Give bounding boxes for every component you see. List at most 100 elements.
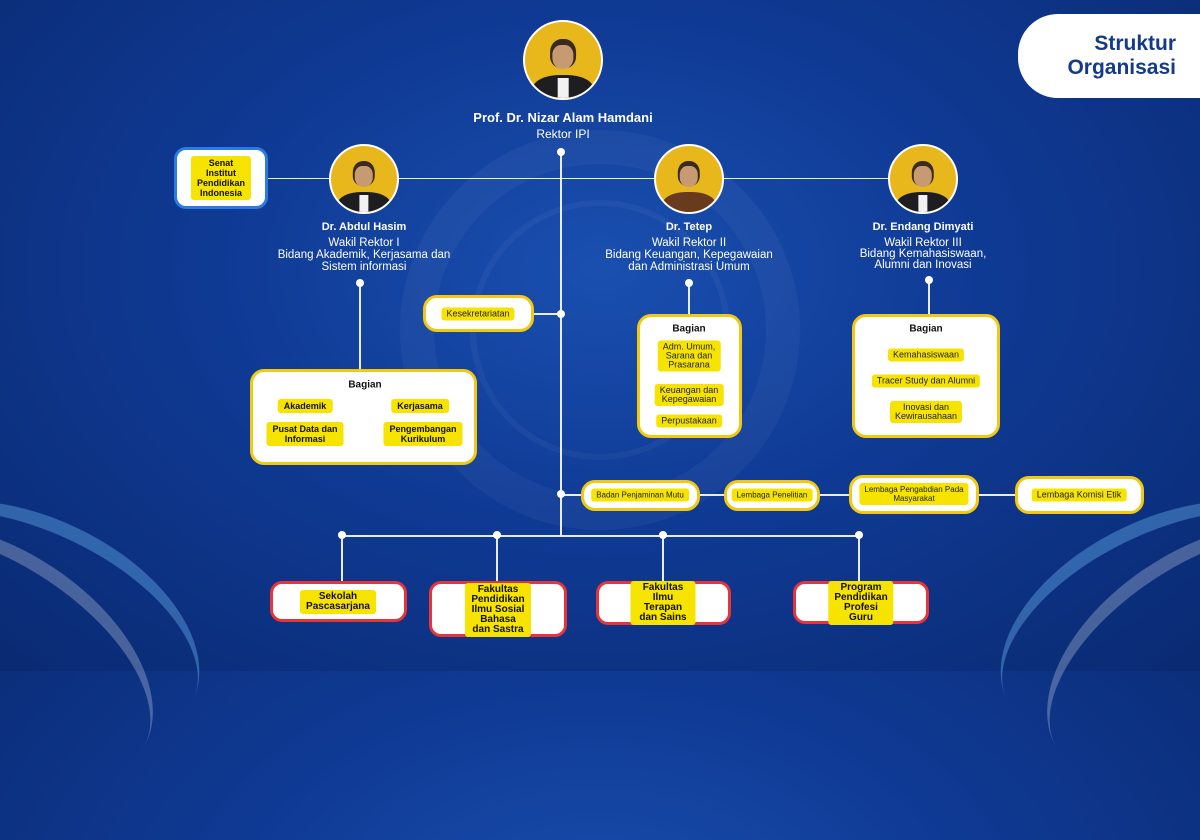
fakultas-f2c: dan Sastra	[472, 624, 524, 635]
bagian-2-item-2b: Kepegawaian	[661, 394, 717, 404]
lembaga-komisi-etik-box: Lembaga Komisi Etik	[1015, 476, 1144, 514]
wr1-role-3: Sistem informasi	[321, 261, 407, 273]
bagian-1-item-4b: Kurikulum	[400, 434, 446, 444]
fakultas-pascasarjana-label: Sekolah Pascasarjana	[300, 590, 376, 614]
title-line-1: Struktur	[1094, 32, 1176, 55]
senat-l2: Institut	[205, 168, 236, 178]
bagian-2-item-1b: Sarana dan	[665, 350, 713, 361]
bagian-1-item-3a: Pusat Data dan	[272, 424, 338, 434]
connector-top-horizontal	[268, 178, 924, 179]
rektor-title: Rektor IPI	[536, 127, 590, 141]
bagian-2-item-keuangan: Keuangan dan Kepegawaian	[654, 384, 724, 406]
lembaga-penelitian-box: Lembaga Penelitian	[724, 480, 820, 511]
bagian-1-head: Bagian	[348, 379, 382, 391]
connector-f1	[341, 535, 343, 583]
node-dot	[557, 148, 565, 156]
senat-l1: Senat	[208, 158, 234, 168]
fakultas-fpisbs-label: Fakultas Pendidikan Ilmu Sosial Bahasa d…	[465, 583, 531, 637]
bagian-1-item-akademik: Akademik	[277, 399, 333, 413]
fakultas-ppg-label: Program Pendidikan Profesi Guru	[828, 581, 894, 625]
bagian-2-item-1c: Prasarana	[668, 359, 710, 370]
rektor-name: Prof. Dr. Nizar Alam Hamdani	[473, 110, 653, 125]
fakultas-f4a: Program Pendidikan	[834, 582, 888, 603]
node-dot	[659, 531, 667, 539]
bagian-3-item-3b: Kewirausahaan	[894, 411, 958, 421]
bagian-2-box: Bagian Adm. Umum, Sarana dan Prasarana K…	[637, 314, 742, 438]
rektor-avatar	[523, 20, 603, 100]
bagian-1-box: Bagian Akademik Kerjasama Pusat Data dan…	[250, 369, 477, 465]
connector-wr3-down	[928, 280, 930, 316]
node-dot	[557, 310, 565, 318]
fakultas-f3b: Terapan dan Sains	[639, 602, 687, 623]
node-dot	[338, 531, 346, 539]
wr2-role-3: dan Administrasi Umum	[628, 261, 750, 273]
lembaga-penelitian-label: Lembaga Penelitian	[731, 488, 813, 502]
bagian-2-item-1a: Adm. Umum,	[662, 341, 716, 352]
lembaga-pengabdian-box: Lembaga Pengabdian Pada Masyarakat	[849, 475, 979, 514]
title-badge: Struktur Organisasi	[1018, 14, 1200, 98]
wr3-name: Dr. Endang Dimyati	[872, 221, 974, 233]
senat-box: Senat Institut Pendidikan Indonesia	[174, 147, 268, 209]
bagian-3-item-tracer: Tracer Study dan Alumni	[871, 374, 981, 388]
fakultas-fits-box: Fakultas Ilmu Terapan dan Sains	[596, 581, 731, 625]
lembaga-bpm-box: Badan Penjaminan Mutu	[581, 480, 700, 511]
node-dot	[356, 279, 364, 287]
kesekretariatan-label: Kesekretariatan	[441, 307, 515, 321]
wr1-role-1: Wakil Rektor I	[328, 237, 400, 249]
wr1-role-2: Bidang Akademik, Kerjasama dan	[277, 249, 451, 261]
bagian-3-box: Bagian Kemahasiswaan Tracer Study dan Al…	[852, 314, 1000, 438]
node-dot	[855, 531, 863, 539]
node-dot	[925, 276, 933, 284]
lembaga-komisi-etik-label: Lembaga Komisi Etik	[1031, 488, 1127, 502]
bagian-3-item-inovasi: Inovasi dan Kewirausahaan	[889, 401, 963, 423]
senat-label: Senat Institut Pendidikan Indonesia	[190, 156, 252, 200]
wr3-role-2: Bidang Kemahasiswaan,	[859, 248, 987, 260]
bagian-1-item-kerjasama: Kerjasama	[391, 399, 449, 413]
wr1-name: Dr. Abdul Hasim	[321, 221, 407, 233]
fakultas-f2b: Ilmu Sosial Bahasa	[471, 604, 525, 625]
wr2-role-2: Bidang Keuangan, Kepegawaian	[605, 249, 773, 261]
wr2-name: Dr. Tetep	[665, 221, 713, 233]
kesekretariatan-box: Kesekretariatan	[423, 295, 534, 332]
wr3-avatar	[888, 144, 958, 214]
connector-kesekretariatan	[533, 313, 561, 315]
bagian-3-item-kemahasiswaan: Kemahasiswaan	[887, 348, 965, 362]
wr2-role-1: Wakil Rektor II	[651, 237, 727, 249]
lembaga-pengabdian-a: Lembaga Pengabdian Pada	[864, 485, 964, 494]
connector-wr2-down	[688, 283, 690, 317]
bagian-2-head: Bagian	[672, 323, 706, 335]
bagian-1-item-pengembangan: Pengembangan Kurikulum	[383, 422, 463, 446]
bagian-3-item-3a: Inovasi dan	[902, 402, 950, 412]
fakultas-fpisbs-box: Fakultas Pendidikan Ilmu Sosial Bahasa d…	[429, 581, 567, 637]
bagian-2-item-2a: Keuangan dan	[659, 385, 719, 395]
node-dot	[557, 490, 565, 498]
fakultas-pascasarjana-box: Sekolah Pascasarjana	[270, 581, 407, 622]
fakultas-ppg-box: Program Pendidikan Profesi Guru	[793, 581, 929, 625]
bagian-3-head: Bagian	[909, 323, 943, 335]
senat-l4: Indonesia	[199, 188, 243, 198]
connector-fakultas	[342, 535, 859, 537]
bagian-1-item-pusat-data: Pusat Data dan Informasi	[266, 422, 344, 446]
bagian-2-item-adm: Adm. Umum, Sarana dan Prasarana	[657, 340, 721, 372]
lembaga-pengabdian-label: Lembaga Pengabdian Pada Masyarakat	[859, 483, 969, 505]
connector-wr1-down	[359, 283, 361, 371]
connector-f3	[662, 535, 664, 583]
bagian-1-item-4a: Pengembangan	[389, 424, 457, 434]
connector-main-vertical	[560, 152, 562, 535]
connector-f2	[496, 535, 498, 583]
fakultas-f3a: Fakultas Ilmu	[642, 582, 684, 603]
wr2-avatar	[654, 144, 724, 214]
lembaga-pengabdian-b: Masyarakat	[893, 494, 935, 503]
wr3-role-3: Alumni dan Inovasi	[874, 259, 972, 271]
wr1-avatar	[329, 144, 399, 214]
wr3-role-1: Wakil Rektor III	[884, 237, 962, 249]
fakultas-f2a: Fakultas Pendidikan	[471, 584, 525, 605]
node-dot	[493, 531, 501, 539]
fakultas-fits-label: Fakultas Ilmu Terapan dan Sains	[630, 581, 696, 625]
fakultas-f4b: Profesi Guru	[844, 602, 878, 623]
senat-l3: Pendidikan	[196, 178, 246, 188]
connector-f4	[858, 535, 860, 583]
lembaga-bpm-label: Badan Penjaminan Mutu	[591, 488, 689, 502]
bagian-2-item-perpustakaan: Perpustakaan	[656, 414, 722, 428]
node-dot	[685, 279, 693, 287]
